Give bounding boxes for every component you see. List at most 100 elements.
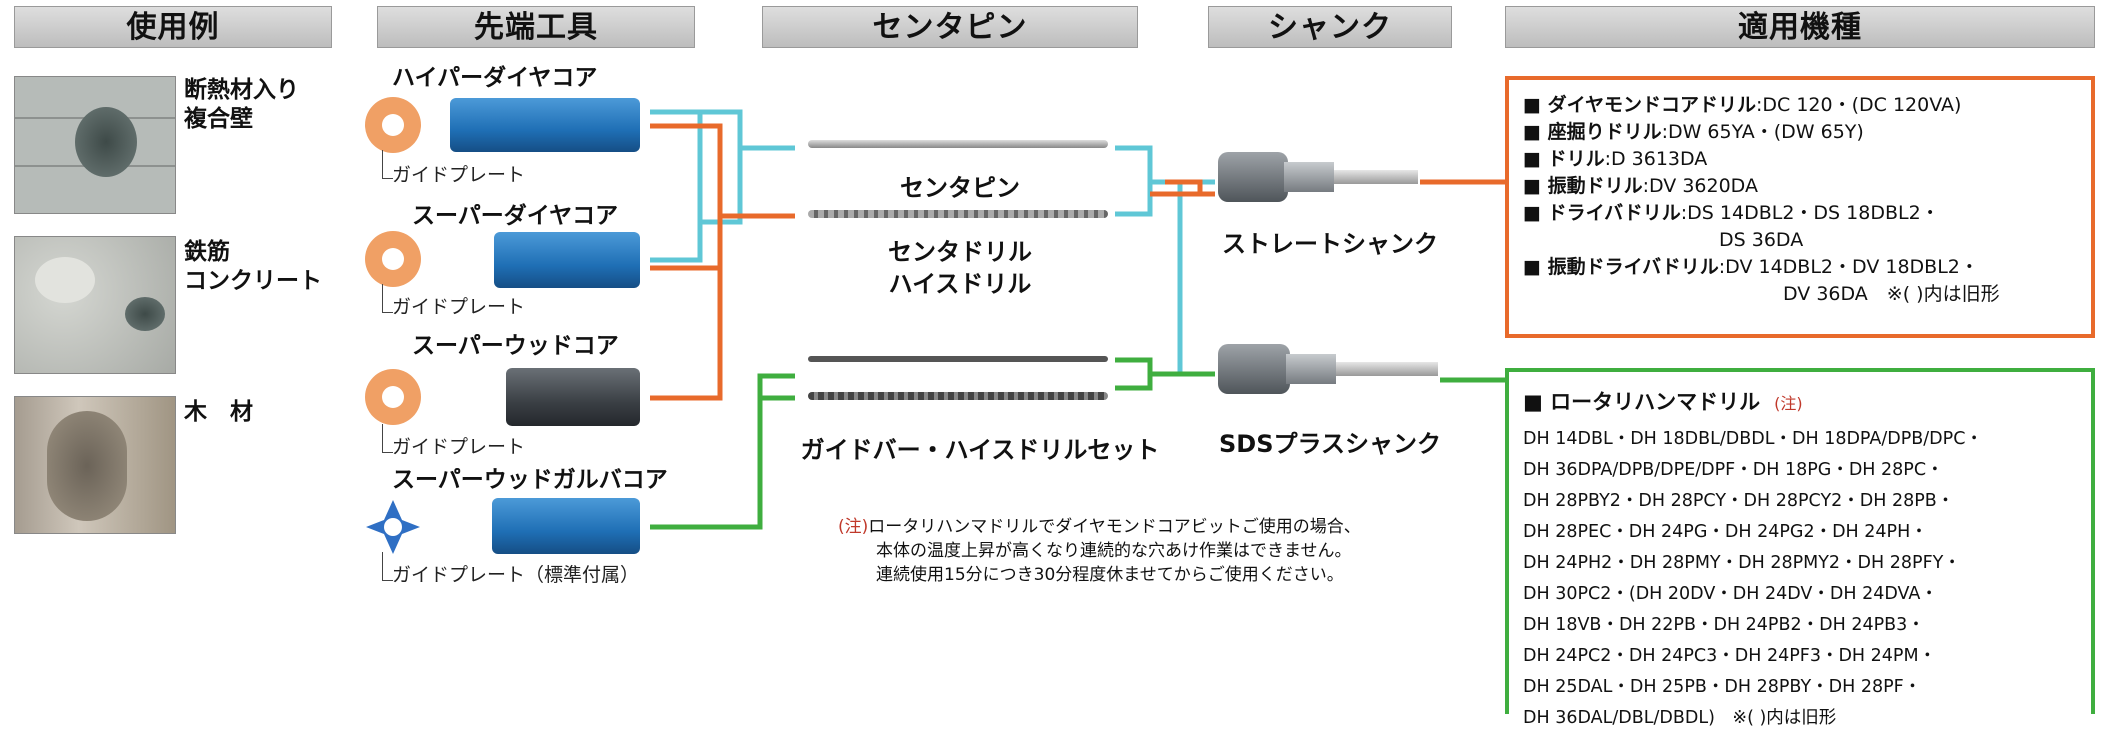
model-value: :DV 14DBL2・DV 18DBL2・: [1718, 256, 1979, 278]
center-drill-image: [808, 210, 1108, 218]
straight-shank-label: ストレートシャンク: [1222, 230, 1438, 258]
model-title: ■ 振動ドリル: [1523, 175, 1643, 197]
model-title: ■ 座掘りドリル: [1523, 121, 1662, 143]
note-line2: 本体の温度上昇が高くなり連続的な穴あけ作業はできません。: [876, 541, 1352, 561]
guide-pointer: [382, 284, 393, 313]
usecase-line: コンクリート: [184, 268, 322, 294]
usecase-line: 木 材: [184, 399, 253, 425]
model-value: :DV 3620DA: [1642, 175, 1758, 197]
model-line: DH 28PBY2・DH 28PCY・DH 28PCY2・DH 28PB・: [1523, 491, 1955, 511]
guide-bar-set-label: ガイドバー・ハイスドリルセット: [800, 436, 1160, 464]
guide-pointer: [382, 424, 393, 453]
tool-name-super-wood-galva: スーパーウッドガルバコア: [392, 467, 668, 493]
sds-shank-label: SDSプラスシャンク: [1218, 430, 1441, 458]
tool-name-super-wood: スーパーウッドコア: [412, 333, 619, 359]
note-mark: (注): [838, 517, 869, 537]
rotary-hammer-list: DH 14DBL・DH 18DBL/DBDL・DH 18DPA/DPB/DPC・…: [1523, 424, 2077, 734]
guide-pointer: [382, 552, 393, 581]
model-value: :DW 65YA・(DW 65Y): [1661, 121, 1864, 143]
model-title: ■ 振動ドライバドリル: [1523, 256, 1719, 278]
model-title: ■ ドリル: [1523, 148, 1605, 170]
usecase-line: 複合壁: [184, 106, 253, 132]
hole-shape: [75, 107, 137, 177]
model-row: DS 36DA: [1523, 227, 2077, 254]
model-line: DH 36DPA/DPB/DPE/DPF・DH 18PG・DH 28PC・: [1523, 460, 1944, 480]
header-shank: シャンク: [1208, 6, 1452, 48]
model-row: ■ 振動ドライバドリル:DV 14DBL2・DV 18DBL2・: [1523, 254, 2077, 281]
hss-drill-image: [808, 392, 1108, 400]
tool-name-hyper-dia: ハイパーダイヤコア: [392, 65, 598, 91]
note-text: ロータリハンマドリルでダイヤモンドコアビットご使用の場合、: [868, 517, 1361, 537]
guide-plate-icon: [365, 97, 421, 153]
guide-plate-icon: [366, 500, 420, 554]
model-line: DH 24PC2・DH 24PC3・DH 24PF3・DH 24PM・: [1523, 646, 1937, 666]
center-drill-line2: ハイスドリル: [888, 270, 1032, 298]
model-value: DS 36DA: [1719, 229, 1804, 251]
header-applicable-models: 適用機種: [1505, 6, 2095, 48]
model-row: ■ 座掘りドリル:DW 65YA・(DW 65Y): [1523, 119, 2077, 146]
orange-connectors: [650, 123, 1505, 401]
straight-shank-image: [1218, 150, 1418, 204]
model-value: :DS 14DBL2・DS 18DBL2・: [1680, 202, 1940, 224]
rotary-title-note: (注): [1774, 394, 1803, 413]
photo-concrete: [14, 236, 176, 374]
guide-bar-image: [808, 356, 1108, 362]
model-row: DV 36DA ※( )内は旧形: [1523, 281, 2077, 308]
usecase-line: 断熱材入り: [184, 77, 299, 103]
header-center-pin: センタピン: [762, 6, 1138, 48]
model-line: DH 24PH2・DH 28PMY・DH 28PMY2・DH 28PFY・: [1523, 553, 1961, 573]
photo-composite-wall: [14, 76, 176, 214]
guide-plate-icon: [365, 231, 421, 287]
core-bit-hyper-dia: [450, 98, 640, 152]
guide-plate-icon: [365, 369, 421, 425]
model-title: ■ ダイヤモンドコアドリル: [1523, 94, 1756, 116]
hole-shape: [47, 411, 127, 521]
model-line: DH 14DBL・DH 18DBL/DBDL・DH 18DPA/DPB/DPC・: [1523, 429, 1983, 449]
guide-plate-label: ガイドプレート: [392, 436, 526, 458]
model-row: ■ ダイヤモンドコアドリル:DC 120・(DC 120VA): [1523, 92, 2077, 119]
core-bit-super-wood-galva: [492, 498, 640, 554]
models-box-drills: ■ ダイヤモンドコアドリル:DC 120・(DC 120VA) ■ 座掘りドリル…: [1505, 76, 2095, 338]
model-line: DH 28PEC・DH 24PG・DH 24PG2・DH 24PH・: [1523, 522, 1928, 542]
header-usage: 使用例: [14, 6, 332, 48]
model-title: ■ ドライバドリル: [1523, 202, 1681, 224]
note-line3: 連続使用15分につき30分程度休ませてからご使用ください。: [876, 565, 1344, 585]
rotary-title-text: ■ ロータリハンマドリル: [1523, 390, 1761, 414]
core-bit-super-wood: [506, 368, 640, 426]
model-row: ■ ドリル:D 3613DA: [1523, 146, 2077, 173]
connector-lines: [650, 109, 1505, 530]
note-line1: (注)ロータリハンマドリルでダイヤモンドコアビットご使用の場合、: [838, 515, 1458, 539]
center-drill-line1: センタドリル: [888, 238, 1032, 266]
green-connectors: [650, 357, 1505, 530]
model-line: DH 18VB・DH 22PB・DH 24PB2・DH 24PB3・: [1523, 615, 1925, 635]
center-pin-label: センタピン: [900, 174, 1020, 202]
usecase-line: 鉄筋: [184, 239, 230, 265]
models-box-rotary-hammer: ■ ロータリハンマドリル (注) DH 14DBL・DH 18DBL/DBDL・D…: [1505, 368, 2095, 728]
usecase-wood: 木 材: [184, 398, 253, 427]
rotary-hammer-title: ■ ロータリハンマドリル (注): [1523, 386, 2077, 416]
sds-shank-image: [1218, 342, 1438, 398]
model-row: ■ ドライバドリル:DS 14DBL2・DS 18DBL2・: [1523, 200, 2077, 227]
header-tip-tool: 先端工具: [377, 6, 695, 48]
usecase-concrete: 鉄筋 コンクリート: [184, 238, 322, 296]
tool-name-super-dia: スーパーダイヤコア: [412, 203, 619, 229]
guide-plate-label: ガイドプレート: [392, 164, 526, 186]
model-value: :DC 120・(DC 120VA): [1756, 94, 1962, 116]
guide-pointer: [382, 150, 393, 179]
hole-shape: [35, 257, 95, 303]
center-drill-label: センタドリル ハイスドリル: [860, 236, 1060, 300]
core-bit-super-dia: [494, 232, 640, 288]
caution-note: (注)ロータリハンマドリルでダイヤモンドコアビットご使用の場合、 本体の温度上昇…: [838, 515, 1458, 587]
model-value: :D 3613DA: [1604, 148, 1708, 170]
usecase-composite-wall: 断熱材入り 複合壁: [184, 76, 299, 134]
model-line: DH 25DAL・DH 25PB・DH 28PBY・DH 28PF・: [1523, 677, 1922, 697]
model-value: DV 36DA ※( )内は旧形: [1783, 283, 2000, 305]
center-pin-image: [808, 140, 1108, 148]
photo-wood: [14, 396, 176, 534]
model-line: DH 36DAL/DBL/DBDL) ※( )内は旧形: [1523, 708, 1837, 728]
model-row: ■ 振動ドリル:DV 3620DA: [1523, 173, 2077, 200]
hole-shape: [125, 297, 165, 331]
model-line: DH 30PC2・(DH 20DV・DH 24DV・DH 24DVA・: [1523, 584, 1938, 604]
guide-plate-label: ガイドプレート: [392, 296, 526, 318]
guide-plate-label: ガイドプレート（標準付属）: [392, 564, 640, 586]
